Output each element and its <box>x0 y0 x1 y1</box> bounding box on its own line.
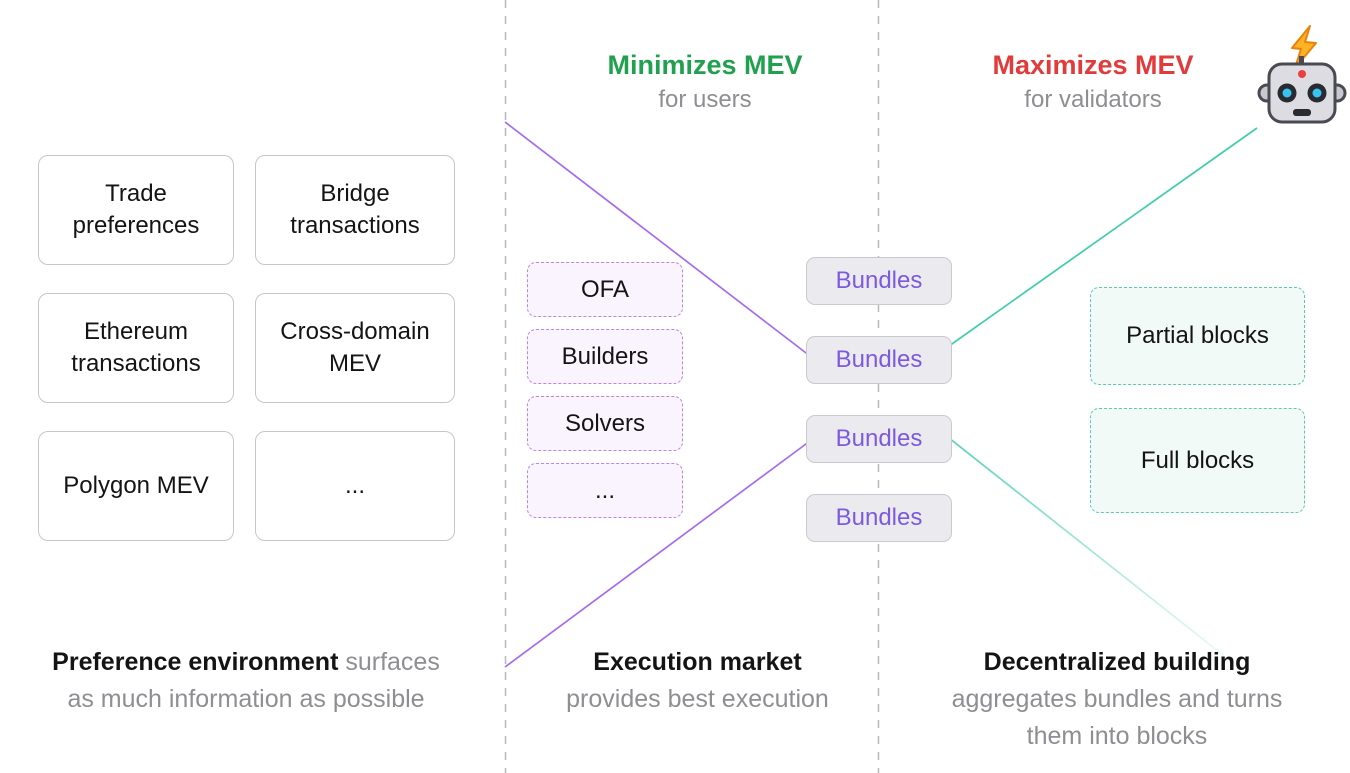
bundle-label: Bundles <box>835 504 923 531</box>
market-box-solvers: Solvers <box>527 396 683 451</box>
robot-forehead-light <box>1298 70 1306 78</box>
bundle-box: Bundles <box>806 257 952 305</box>
market-box-label: Solvers <box>564 409 646 437</box>
preference-box-ellipsis: ... <box>255 431 455 541</box>
full-blocks-box: Full blocks <box>1090 408 1305 513</box>
robot-mouth <box>1293 109 1311 116</box>
bundles-group: Bundles Bundles Bundles Bundles <box>806 257 952 542</box>
minimizes-mev-title: Minimizes MEV <box>607 50 803 80</box>
market-box-label: ... <box>594 476 615 504</box>
robot-icon <box>1257 25 1347 124</box>
maximizes-mev-title: Maximizes MEV <box>992 50 1194 80</box>
robot-pupil-left <box>1282 88 1292 98</box>
teal-connector-top <box>948 127 1258 347</box>
preference-environment-group: Trade preferences Bridge transactions Et… <box>38 155 455 541</box>
caption-gray-text: provides best execution <box>566 685 829 713</box>
purple-connector-top <box>504 121 811 357</box>
purple-connector-bottom <box>504 440 811 668</box>
preference-box-bridge: Bridge transactions <box>255 155 455 265</box>
preference-box-trade: Trade preferences <box>38 155 234 265</box>
caption-bold-text: Preference environment <box>52 648 339 676</box>
caption-bold-text: Execution market <box>593 648 802 676</box>
caption-gray-text: aggregates bundles and turns <box>951 685 1283 713</box>
decentralized-building-caption: Decentralized building aggregates bundle… <box>913 644 1321 755</box>
preference-box-crossdomain: Cross-domain MEV <box>255 293 455 403</box>
caption-gray-text: surfaces <box>338 648 440 676</box>
teal-connector-bottom <box>948 437 1239 668</box>
minimizes-mev-subtitle: for users <box>658 86 752 114</box>
preference-box-label: Cross-domain MEV <box>280 317 430 377</box>
execution-market-group: OFA Builders Solvers ... <box>527 262 683 518</box>
bundle-box: Bundles <box>806 494 952 542</box>
preference-box-ethereum: Ethereum transactions <box>38 293 234 403</box>
execution-market-caption: Execution market provides best execution <box>510 644 885 718</box>
robot-head <box>1267 62 1337 124</box>
market-box-label: Builders <box>561 342 649 370</box>
preference-box-label: ... <box>344 471 365 499</box>
maximizes-mev-subtitle: for validators <box>1024 86 1162 114</box>
preference-box-label: Trade preferences <box>72 179 200 239</box>
preference-box-label: Ethereum transactions <box>71 317 201 377</box>
preference-box-label: Polygon MEV <box>63 471 209 499</box>
bundle-label: Bundles <box>835 267 923 294</box>
block-box-label: Full blocks <box>1140 446 1255 474</box>
market-box-builders: Builders <box>527 329 683 384</box>
robot-antenna <box>1299 56 1304 65</box>
caption-gray-text: as much information as possible <box>67 685 425 713</box>
preference-box-polygon: Polygon MEV <box>38 431 234 541</box>
preference-environment-caption: Preference environment surfaces as much … <box>20 644 472 718</box>
bundle-label: Bundles <box>835 425 923 452</box>
block-box-label: Partial blocks <box>1126 322 1269 349</box>
preference-box-label: Bridge transactions <box>290 179 420 239</box>
maximizes-mev-header: Maximizes MEV for validators <box>918 48 1268 114</box>
robot-pupil-right <box>1312 88 1322 98</box>
market-box-label: OFA <box>580 275 629 303</box>
minimizes-mev-header: Minimizes MEV for users <box>530 48 880 114</box>
market-box-ellipsis: ... <box>527 463 683 518</box>
market-box-ofa: OFA <box>527 262 683 317</box>
bundle-box: Bundles <box>806 336 952 384</box>
caption-bold-text: Decentralized building <box>983 648 1251 676</box>
caption-gray-text: them into blocks <box>1026 722 1208 750</box>
bundle-box: Bundles <box>806 415 952 463</box>
partial-blocks-box: Partial blocks <box>1090 287 1305 385</box>
bundle-label: Bundles <box>835 346 923 373</box>
